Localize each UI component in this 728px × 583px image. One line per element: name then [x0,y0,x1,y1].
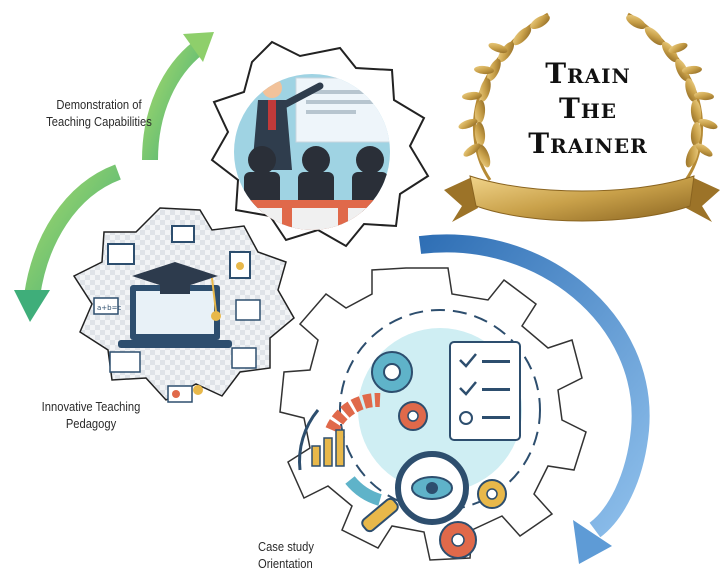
label-pedagogy: Innovative Teaching Pedagogy [18,398,164,432]
gear-yellow-icon [477,479,507,509]
analytics-gear [279,267,587,561]
gear-small-icon [398,401,428,431]
badge-title-line2: The [559,92,617,125]
laurel-badge [444,12,720,222]
analytics-magnifier-icon [298,309,541,559]
monitor-icon [107,243,135,265]
laurel-right-icon [626,12,718,181]
chat-icon [172,390,180,398]
label-demonstration-line2: Teaching Capabilities [46,114,152,129]
label-case-study-line2: Orientation [258,556,313,571]
tablet-icon [171,225,195,243]
label-pedagogy-line1: Innovative Teaching [41,399,141,414]
ribbon-icon [444,175,720,222]
abc-card-icon [93,297,119,315]
classroom-gear [210,40,430,248]
badge-title-line3: Trainer [528,127,648,160]
svg-text:a+b=c: a+b=c [97,304,121,312]
label-pedagogy-line2: Pedagogy [65,416,117,431]
label-case-study: Case study Orientation [258,538,314,572]
label-demonstration-line1: Demonstration of [56,97,142,112]
bar-chart-icon [311,429,345,467]
blue-arrow-icon [418,234,650,564]
video-icon [109,351,141,373]
document-icon [235,299,261,321]
elearning-gear: a+b=c [72,207,295,403]
label-demonstration: Demonstration of Teaching Capabilities [26,96,172,130]
gear-icon [371,351,413,393]
label-case-study-line1: Case study [258,539,314,554]
gear-orange-icon [439,521,477,559]
magnifier-eye-icon [361,451,469,533]
laurel-left-icon [458,12,550,181]
lightbulb-icon [193,385,203,395]
badge-title-line1: Train [545,57,631,90]
green-arrow-left-icon [14,164,122,322]
graduation-laptop-icon [118,262,232,348]
green-arrow-top-icon [142,32,214,161]
